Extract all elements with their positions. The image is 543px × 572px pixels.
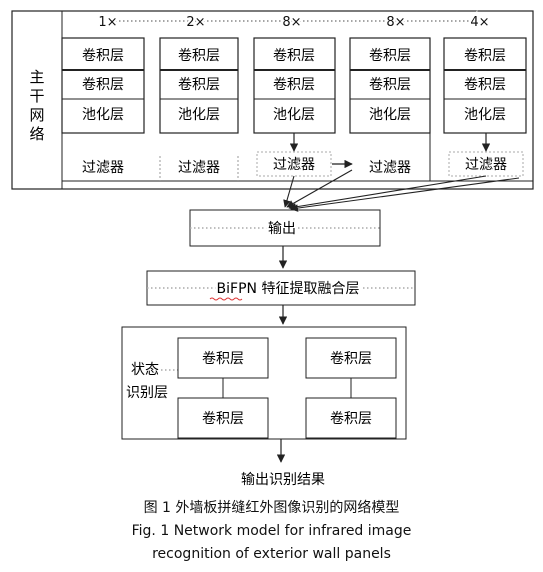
state-recognition-block: 状态 识别层 卷积层 卷积层 卷积层 卷积层 bbox=[121, 326, 407, 440]
conv-layer: 卷积层 bbox=[202, 351, 244, 367]
conv-layer: 卷积层 bbox=[464, 48, 506, 64]
side-label-char: 网 bbox=[29, 106, 44, 124]
conv-layer: 卷积层 bbox=[369, 48, 411, 64]
state-block-frame bbox=[121, 326, 407, 440]
backbone-column-4: 卷积层 卷积层 池化层 bbox=[349, 37, 431, 134]
repeat-label: 4× bbox=[470, 15, 489, 30]
backbone-side-label: 主 干 网 络 bbox=[29, 68, 44, 143]
backbone-column-5: 卷积层 卷积层 池化层 bbox=[443, 37, 527, 134]
backbone-column-1: 卷积层 卷积层 池化层 bbox=[61, 37, 145, 134]
pool-layer: 池化层 bbox=[273, 107, 315, 123]
output-label: 输出 bbox=[268, 221, 296, 237]
filter-box bbox=[448, 151, 524, 177]
state-label-line1: 状态 bbox=[131, 362, 159, 378]
repeat-label: 8× bbox=[282, 15, 301, 30]
filter-label: 过滤器 bbox=[273, 157, 315, 173]
filter-label: 过滤器 bbox=[82, 160, 124, 176]
filter-box bbox=[256, 151, 332, 177]
repeat-label: 1× bbox=[98, 15, 117, 30]
figure-caption-cn: 图 1 外墙板拼缝红外图像识别的网络模型 bbox=[143, 500, 400, 516]
layer-group-frame bbox=[349, 37, 431, 134]
side-label-char: 干 bbox=[29, 87, 44, 105]
conv-layer: 卷积层 bbox=[273, 48, 315, 64]
conv-layer: 卷积层 bbox=[82, 48, 124, 64]
pool-layer: 池化层 bbox=[178, 107, 220, 123]
bifpn-label: BiFPN 特征提取融合层 bbox=[217, 281, 360, 297]
state-label-line2: 识别层 bbox=[126, 385, 168, 401]
backbone-column-2: 卷积层 卷积层 池化层 bbox=[159, 37, 239, 134]
side-label-char: 主 bbox=[29, 68, 44, 86]
spellcheck-underline bbox=[209, 297, 243, 301]
layer-group-frame bbox=[159, 37, 239, 134]
bifpn-box: BiFPN 特征提取融合层 bbox=[146, 270, 416, 306]
filter-label: 过滤器 bbox=[369, 160, 411, 176]
conv-layer: 卷积层 bbox=[273, 77, 315, 93]
layer-group-frame bbox=[61, 37, 145, 134]
conv-layer-box bbox=[177, 397, 269, 439]
filter-row: 过滤器 过滤器 过滤器 过滤器 过滤器 bbox=[62, 133, 533, 182]
repeat-label: 2× bbox=[186, 15, 205, 30]
figure-caption-en-line1: Fig. 1 Network model for infrared image bbox=[131, 523, 412, 539]
pool-layer: 池化层 bbox=[369, 107, 411, 123]
conv-layer: 卷积层 bbox=[369, 77, 411, 93]
conv-layer: 卷积层 bbox=[178, 48, 220, 64]
figure-caption-en-line2: recognition of exterior wall panels bbox=[152, 546, 391, 562]
backbone-frame bbox=[11, 10, 534, 190]
repeat-labels: 1× 2× 8× 8× 4× bbox=[96, 13, 491, 32]
conv-layer: 卷积层 bbox=[330, 351, 372, 367]
backbone-column-3: 卷积层 卷积层 池化层 bbox=[253, 37, 336, 134]
conv-layer: 卷积层 bbox=[330, 411, 372, 427]
pool-layer: 池化层 bbox=[464, 107, 506, 123]
filter-to-output-arrows bbox=[283, 169, 520, 212]
network-diagram: 主 干 网 络 1× 2× 8× 8× 4× 卷积层 卷积层 池化层 卷积层 卷… bbox=[11, 10, 534, 488]
layer-group-frame bbox=[443, 37, 527, 134]
pool-layer: 池化层 bbox=[82, 107, 124, 123]
conv-layer: 卷积层 bbox=[178, 77, 220, 93]
filter-label: 过滤器 bbox=[465, 157, 507, 173]
conv-layer-box bbox=[305, 397, 397, 439]
conv-layer: 卷积层 bbox=[202, 411, 244, 427]
side-label-char: 络 bbox=[29, 125, 44, 143]
conv-layer: 卷积层 bbox=[464, 77, 506, 93]
repeat-label: 8× bbox=[386, 15, 405, 30]
conv-layer: 卷积层 bbox=[82, 77, 124, 93]
final-output-label: 输出识别结果 bbox=[241, 472, 325, 488]
output-box: 输出 bbox=[189, 209, 381, 247]
filter-label: 过滤器 bbox=[178, 160, 220, 176]
